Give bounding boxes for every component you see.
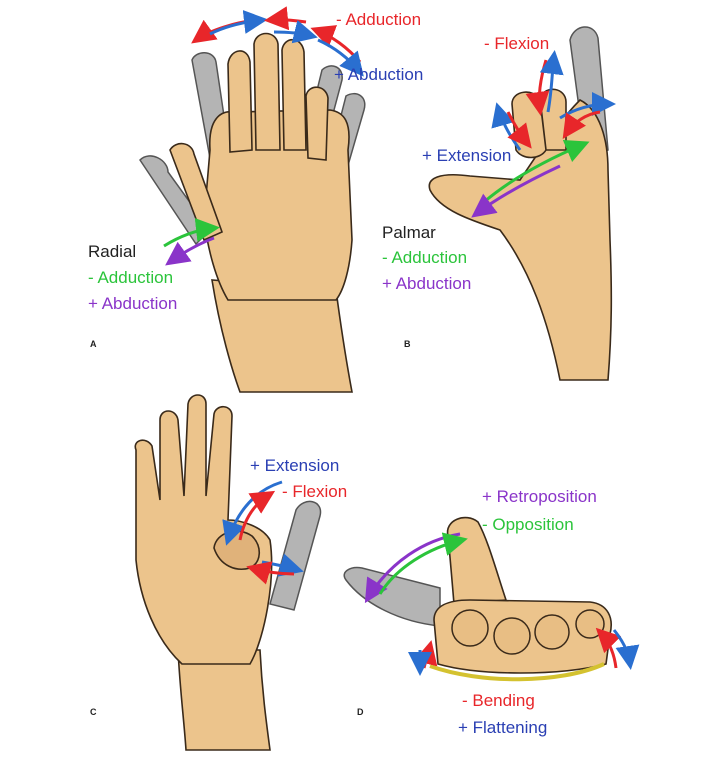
panel-a-letter: A — [90, 339, 97, 349]
panel-a-arrow-blue-left — [209, 10, 268, 36]
panel-a-radial-plus-abduction-label: + Abduction — [88, 294, 178, 313]
panel-d-minus-opposition-label: - Opposition — [482, 515, 574, 534]
panel-c-forearm — [177, 649, 271, 751]
panel-b-palmar-label: Palmar — [382, 223, 436, 242]
panel-a-arrow-blue-mid — [273, 19, 318, 44]
panel-b-hand — [428, 99, 613, 381]
panel-d-minus-bending-label: - Bending — [462, 691, 535, 710]
panel-b-arrow-purple — [471, 164, 561, 218]
panel-c-arrow-red-2 — [246, 561, 295, 585]
panel-b-letter: B — [404, 339, 411, 349]
panel-a-arrow-red-mid — [264, 6, 307, 31]
panel-a-minus-adduction-label: - Adduction — [336, 10, 422, 29]
panel-a-arrow-purple — [165, 236, 215, 266]
panel-c-grey-thumb — [269, 500, 322, 611]
panel-b-palmar-plus-abduction-label: + Abduction — [382, 274, 472, 293]
panel-d-arch — [429, 662, 605, 682]
panel-b-illustration — [428, 26, 616, 381]
panel-c-illustration — [134, 394, 322, 751]
panel-a-illustration — [139, 6, 366, 393]
panel-c-arrow-red-1 — [238, 490, 276, 541]
panel-a-plus-abduction-label: + Abduction — [334, 65, 424, 84]
panel-c-palm — [134, 394, 273, 665]
panel-b-arrow-blue-1 — [539, 50, 564, 113]
panel-d-arrow-blue-right — [612, 629, 640, 670]
panel-d-fingertips — [451, 609, 605, 655]
panel-d-letter: D — [357, 707, 364, 717]
panel-a-radial-minus-adduction-label: - Adduction — [88, 268, 174, 287]
panel-d-plus-flattening-label: + Flattening — [458, 718, 548, 737]
panel-d-arrow-red-right — [595, 627, 622, 669]
panel-d-arrow-red-left — [413, 640, 438, 669]
panel-a-radial-label: Radial — [88, 242, 137, 261]
panel-a-arrow-red-right — [310, 25, 362, 63]
panel-a-forearm — [211, 279, 353, 393]
panel-a-arrow-blue-right — [317, 38, 364, 77]
panel-c-letter: C — [90, 707, 97, 717]
panel-d-arrow-green — [378, 532, 468, 595]
panel-b-palmar-minus-adduction-label: - Adduction — [382, 248, 468, 267]
panel-d-illustration — [343, 516, 640, 682]
panel-b-minus-flexion-label: - Flexion — [484, 34, 550, 53]
panel-b-arrow-red-2 — [506, 111, 532, 149]
panel-c-plus-extension-label: + Extension — [250, 456, 340, 475]
panel-c-minus-flexion-label: - Flexion — [282, 482, 348, 501]
panel-b-plus-extension-label: + Extension — [422, 146, 512, 165]
panel-b-arrow-red-3 — [562, 110, 601, 139]
panel-d-plus-retroposition-label: + Retroposition — [482, 487, 597, 506]
